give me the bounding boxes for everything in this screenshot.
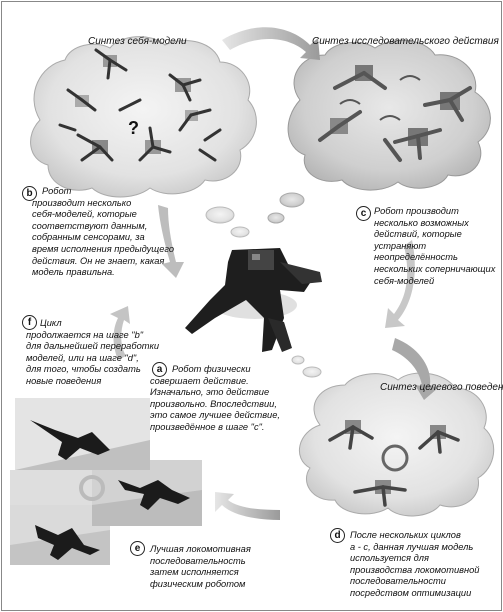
- step-e-text: Лучшая локомотивная последовательность з…: [150, 544, 251, 590]
- arrow-to-action-lower: [385, 240, 415, 328]
- step-c-line: неопределённость: [374, 252, 458, 263]
- step-b-line: Робот: [42, 186, 72, 196]
- step-d-badge: d: [330, 528, 345, 543]
- step-d-line: посредством оптимизации: [350, 587, 472, 598]
- physical-robot: [185, 248, 322, 352]
- step-d-line: a - c, данная лучшая модель: [350, 541, 474, 552]
- arrow-to-self-model-upper: [158, 205, 184, 278]
- step-a-badge: a: [152, 362, 167, 377]
- step-e-line: затем исполняется: [150, 567, 239, 578]
- arrow-to-target: [392, 338, 438, 400]
- question-mark: ?: [128, 118, 139, 138]
- step-a-line: Робот физически: [172, 364, 251, 374]
- step-f-line: новые поведения: [26, 375, 102, 386]
- step-b-line: собранным сенсорами, за: [32, 232, 145, 243]
- step-f-line: для дальнейшей переработки: [26, 341, 160, 352]
- photo-cycle-icon: [79, 475, 105, 501]
- self-model-cloud-title: Синтез себя-модели: [88, 36, 187, 47]
- step-b-line: время исполнения предыдущего: [32, 243, 175, 254]
- target-robots: [328, 420, 460, 507]
- step-d-line: производства локомотивной: [350, 564, 480, 575]
- step-b-line: модель правильна.: [32, 267, 115, 278]
- step-f-line: моделей, или на шаге "d",: [26, 352, 139, 363]
- step-d-text: После нескольких циклов a - c, данная лу…: [350, 530, 479, 600]
- arrow-to-self-model: [110, 306, 130, 360]
- step-b-line: действия. Он не знает, какая: [32, 255, 165, 266]
- step-b-badge: b: [22, 186, 37, 201]
- step-b-line: соответствуют данным,: [32, 220, 148, 231]
- step-d-line: используется для: [350, 553, 429, 564]
- step-d-line: последовательности: [350, 576, 446, 587]
- target-cloud: [291, 355, 495, 517]
- step-e-badge: e: [130, 541, 145, 556]
- action-rotation-arrows: [339, 75, 421, 121]
- step-a-line: произвольно. Впоследствии,: [150, 398, 277, 409]
- photo-panel: [10, 398, 202, 565]
- step-b-text: Робот производит несколько себя-моделей,…: [32, 186, 174, 279]
- step-a-line: Изначально, это действие: [150, 387, 270, 398]
- step-f-badge: f: [22, 315, 37, 330]
- step-e-line: Лучшая локомотивная: [150, 544, 251, 554]
- step-c-line: нескольких соперничающих: [374, 263, 496, 274]
- step-b-line: себя-моделей, которые: [32, 209, 137, 220]
- step-a-line: это самое лучшее действие,: [150, 410, 280, 421]
- target-cycle-icon: [381, 444, 409, 472]
- step-c-text: Робот производит несколько возможных дей…: [374, 206, 495, 287]
- action-cloud: [267, 39, 491, 224]
- step-b-line: производит несколько: [32, 197, 132, 208]
- step-c-badge: c: [356, 206, 371, 221]
- step-e-line: последовательность: [150, 555, 246, 566]
- arrow-to-physical: [215, 492, 280, 520]
- target-cloud-title: Синтез целевого поведения: [380, 382, 503, 393]
- step-e-line: физическим роботом: [150, 578, 246, 589]
- step-f-line: продолжается на шаге "b": [26, 329, 144, 340]
- step-a-text: Робот физически совершает действие. Изна…: [150, 364, 280, 434]
- step-c-line: себя-моделей: [374, 275, 435, 286]
- step-c-line: несколько возможных: [374, 217, 469, 228]
- step-d-line: После нескольких циклов: [350, 530, 461, 540]
- step-a-line: произведённое в шаге "c".: [150, 421, 265, 432]
- step-c-line: Робот производит: [374, 206, 459, 216]
- step-c-line: действий, которые: [374, 229, 462, 240]
- step-f-line: для того, чтобы создать: [26, 364, 141, 375]
- step-f-text: Цикл продолжается на шаге "b" для дальне…: [26, 318, 159, 388]
- self-model-robots: [58, 48, 222, 162]
- action-robots: [318, 65, 472, 162]
- step-f-line: Цикл: [40, 318, 62, 328]
- step-c-line: устраняют: [374, 240, 427, 251]
- step-a-line: совершает действие.: [150, 375, 249, 386]
- action-cloud-title: Синтез исследовательского действия: [312, 36, 499, 47]
- arrow-to-action: [222, 27, 320, 60]
